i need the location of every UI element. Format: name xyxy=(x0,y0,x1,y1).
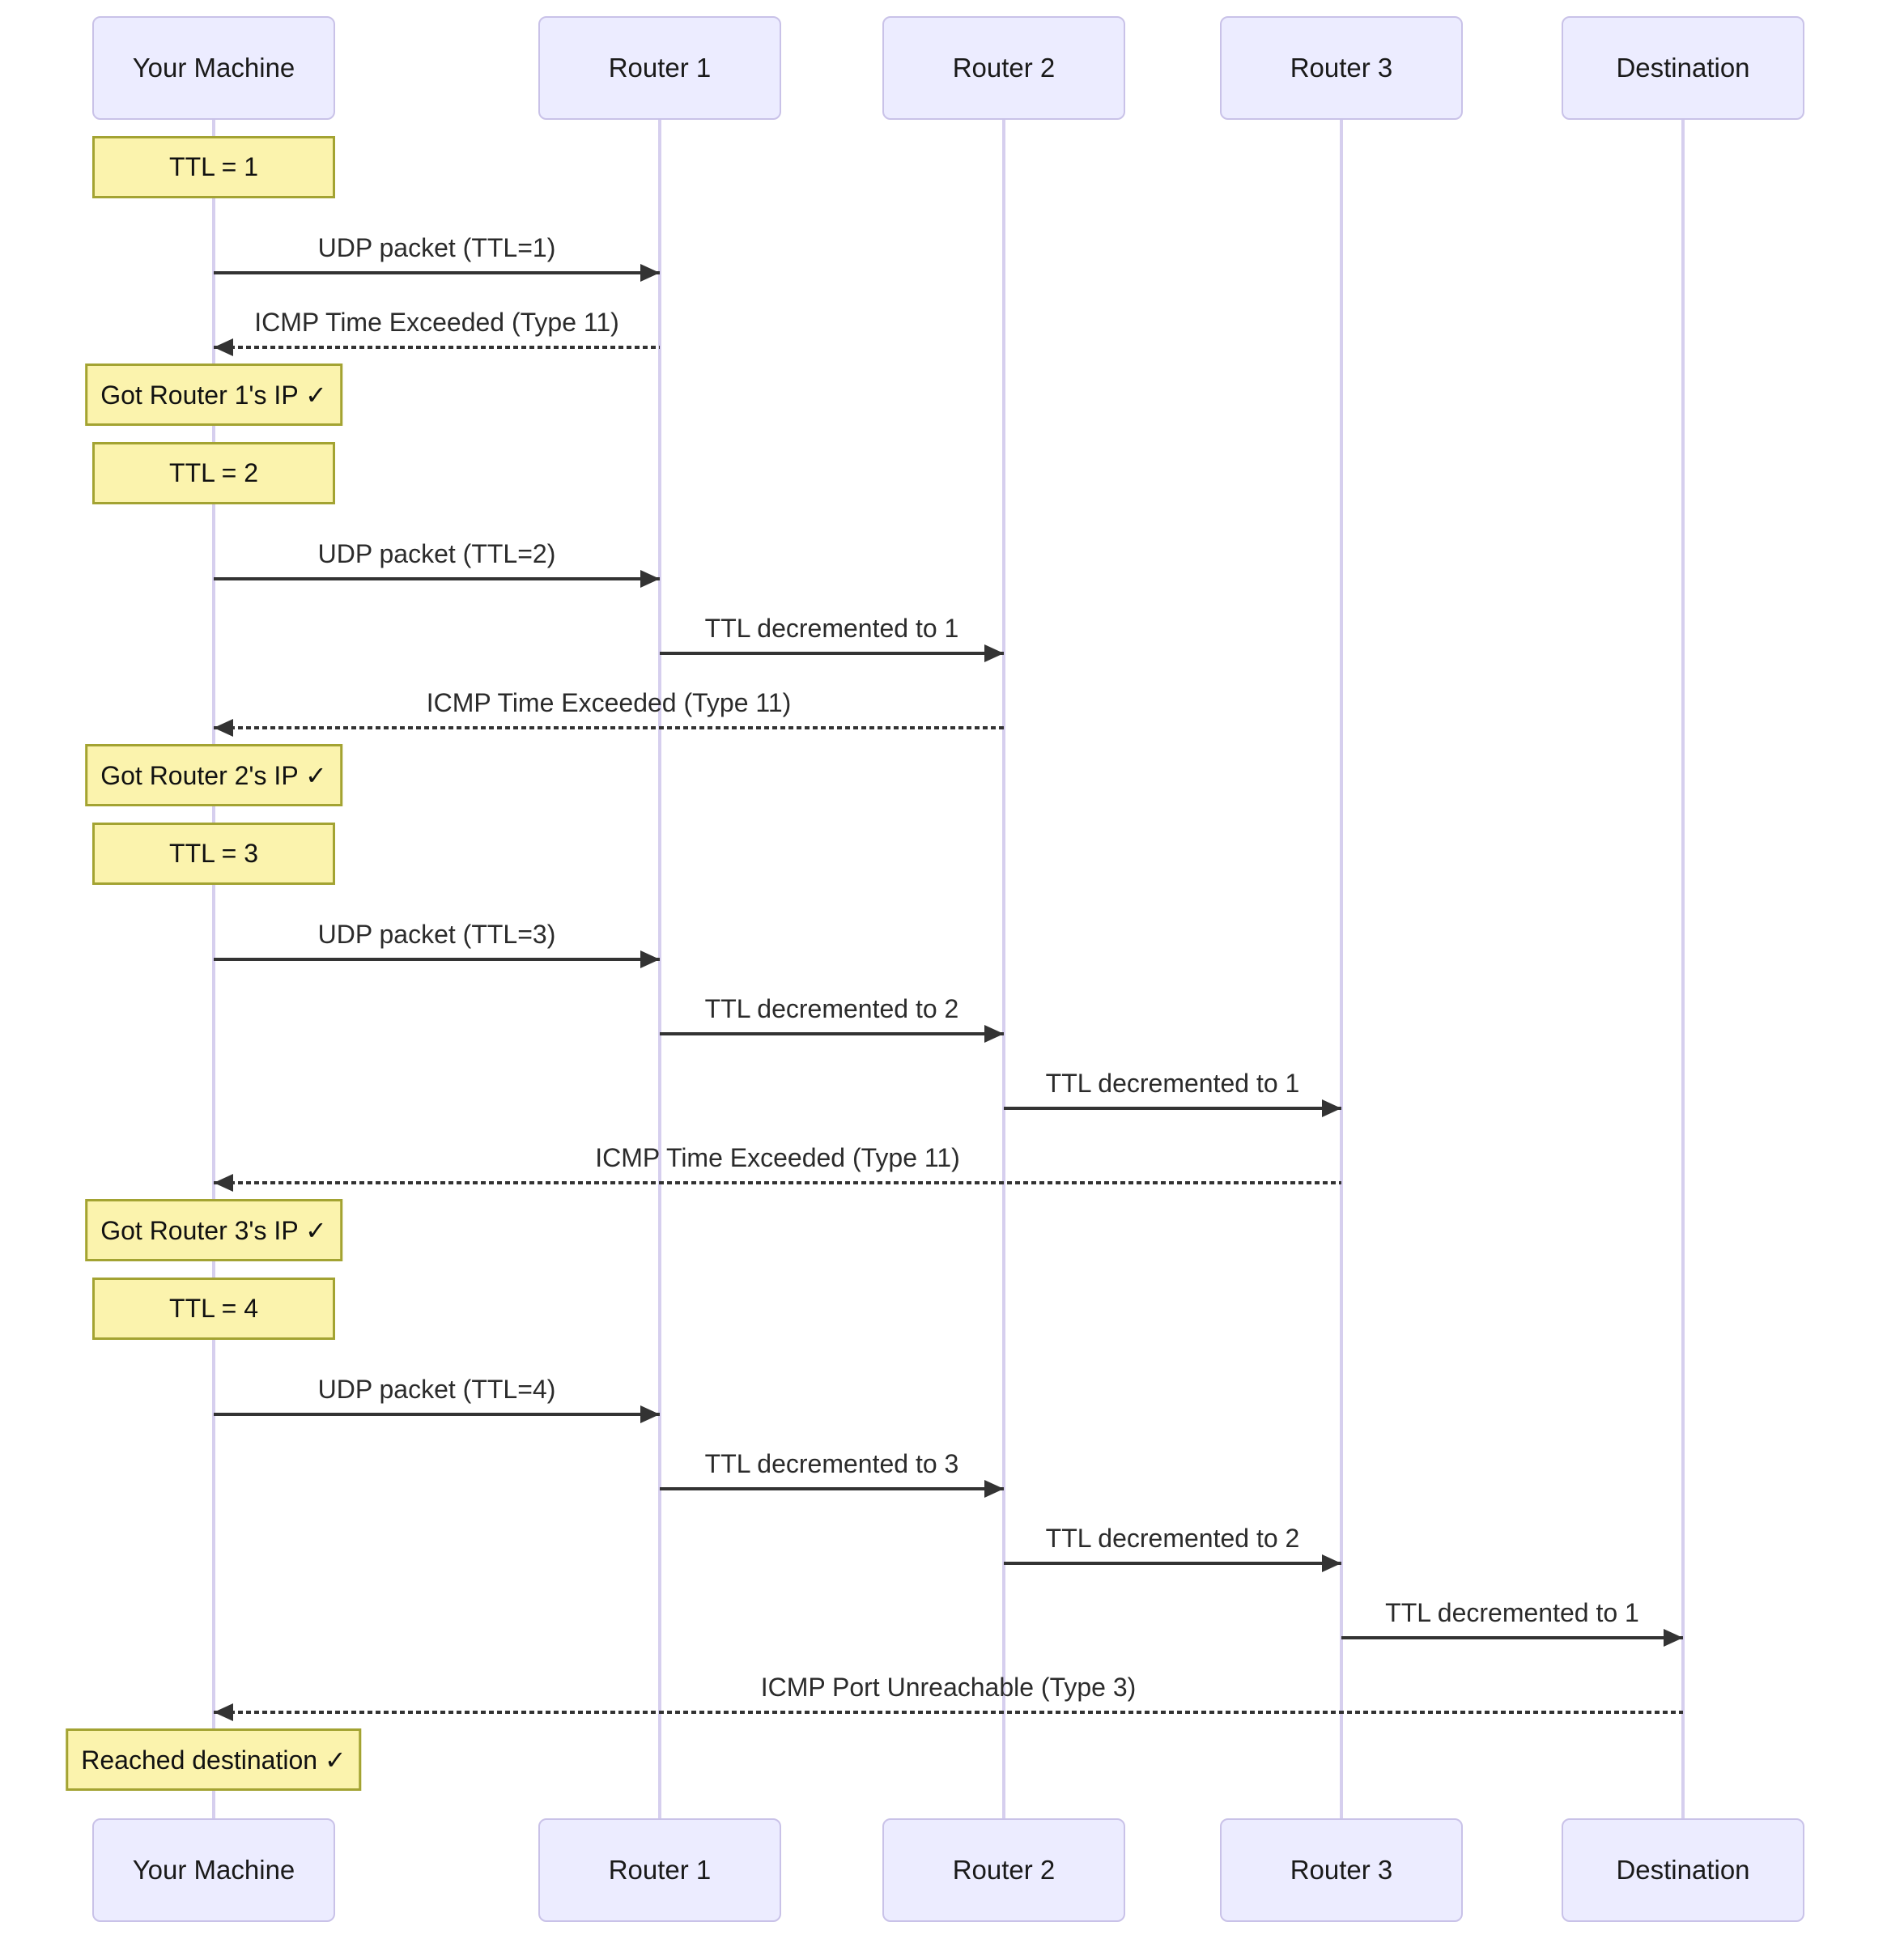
message-line-19 xyxy=(1341,1636,1683,1639)
message-label-2: ICMP Time Exceeded (Type 11) xyxy=(254,308,619,338)
note-4: TTL = 2 xyxy=(92,442,335,504)
note-label: TTL = 3 xyxy=(169,839,258,868)
message-line-13 xyxy=(214,1181,1341,1184)
lifeline-r2 xyxy=(1002,120,1005,1818)
note-15: TTL = 4 xyxy=(92,1278,335,1340)
participant-label: Router 1 xyxy=(608,53,712,83)
message-label-13: ICMP Time Exceeded (Type 11) xyxy=(595,1143,960,1173)
message-line-16 xyxy=(214,1413,660,1416)
message-label-19: TTL decremented to 1 xyxy=(1385,1598,1639,1628)
message-line-11 xyxy=(660,1032,1004,1035)
arrowhead-1 xyxy=(640,264,660,282)
message-label-7: ICMP Time Exceeded (Type 11) xyxy=(426,688,792,718)
message-line-17 xyxy=(660,1487,1004,1490)
arrowhead-11 xyxy=(984,1025,1004,1043)
participant-top-r1: Router 1 xyxy=(538,16,781,120)
note-14: Got Router 3's IP ✓ xyxy=(85,1199,342,1261)
arrowhead-13 xyxy=(214,1174,233,1192)
note-3: Got Router 1's IP ✓ xyxy=(85,364,342,426)
participant-bottom-ym: Your Machine xyxy=(92,1818,335,1922)
message-line-20 xyxy=(214,1711,1683,1714)
note-label: Got Router 2's IP ✓ xyxy=(100,760,327,790)
lifeline-ym xyxy=(212,120,215,1818)
message-line-2 xyxy=(214,346,660,349)
participant-label: Router 2 xyxy=(952,1855,1056,1885)
arrowhead-20 xyxy=(214,1703,233,1721)
arrowhead-16 xyxy=(640,1405,660,1423)
participant-label: Your Machine xyxy=(132,1855,295,1885)
arrowhead-6 xyxy=(984,644,1004,662)
note-label: TTL = 4 xyxy=(169,1294,258,1323)
arrowhead-2 xyxy=(214,338,233,356)
participant-top-ym: Your Machine xyxy=(92,16,335,120)
message-line-18 xyxy=(1004,1562,1341,1565)
participant-label: Router 3 xyxy=(1290,1855,1393,1885)
message-label-20: ICMP Port Unreachable (Type 3) xyxy=(760,1673,1137,1703)
message-label-10: UDP packet (TTL=3) xyxy=(317,920,556,950)
note-label: TTL = 1 xyxy=(169,152,258,181)
message-line-1 xyxy=(214,271,660,274)
arrowhead-17 xyxy=(984,1480,1004,1498)
message-label-1: UDP packet (TTL=1) xyxy=(317,233,556,263)
note-label: Got Router 3's IP ✓ xyxy=(100,1215,327,1245)
participant-label: Router 1 xyxy=(608,1855,712,1885)
message-label-11: TTL decremented to 2 xyxy=(704,994,959,1024)
lifeline-r3 xyxy=(1340,120,1343,1818)
participant-bottom-r2: Router 2 xyxy=(882,1818,1125,1922)
note-8: Got Router 2's IP ✓ xyxy=(85,744,342,806)
message-line-12 xyxy=(1004,1107,1341,1110)
participant-label: Router 3 xyxy=(1290,53,1393,83)
message-line-6 xyxy=(660,652,1004,655)
participant-label: Router 2 xyxy=(952,53,1056,83)
participant-label: Destination xyxy=(1616,1855,1750,1885)
note-label: TTL = 2 xyxy=(169,458,258,487)
participant-label: Your Machine xyxy=(132,53,295,83)
arrowhead-19 xyxy=(1664,1629,1683,1647)
message-label-17: TTL decremented to 3 xyxy=(704,1449,959,1479)
message-label-12: TTL decremented to 1 xyxy=(1045,1069,1300,1099)
arrowhead-5 xyxy=(640,570,660,588)
note-0: TTL = 1 xyxy=(92,136,335,198)
note-label: Reached destination ✓ xyxy=(81,1745,346,1775)
message-line-7 xyxy=(214,726,1004,729)
participant-top-r3: Router 3 xyxy=(1220,16,1463,120)
participant-bottom-dest: Destination xyxy=(1562,1818,1804,1922)
note-label: Got Router 1's IP ✓ xyxy=(100,380,327,410)
lifeline-r1 xyxy=(658,120,661,1818)
participant-top-dest: Destination xyxy=(1562,16,1804,120)
arrowhead-7 xyxy=(214,719,233,737)
participant-bottom-r1: Router 1 xyxy=(538,1818,781,1922)
message-label-16: UDP packet (TTL=4) xyxy=(317,1375,556,1405)
participant-label: Destination xyxy=(1616,53,1750,83)
message-label-5: UDP packet (TTL=2) xyxy=(317,539,556,569)
message-line-5 xyxy=(214,577,660,580)
message-label-18: TTL decremented to 2 xyxy=(1045,1524,1300,1554)
arrowhead-18 xyxy=(1322,1554,1341,1572)
lifeline-dest xyxy=(1681,120,1685,1818)
arrowhead-10 xyxy=(640,950,660,968)
message-label-6: TTL decremented to 1 xyxy=(704,614,959,644)
arrowhead-12 xyxy=(1322,1099,1341,1117)
note-21: Reached destination ✓ xyxy=(66,1728,362,1791)
note-9: TTL = 3 xyxy=(92,823,335,885)
participant-top-r2: Router 2 xyxy=(882,16,1125,120)
participant-bottom-r3: Router 3 xyxy=(1220,1818,1463,1922)
message-line-10 xyxy=(214,958,660,961)
